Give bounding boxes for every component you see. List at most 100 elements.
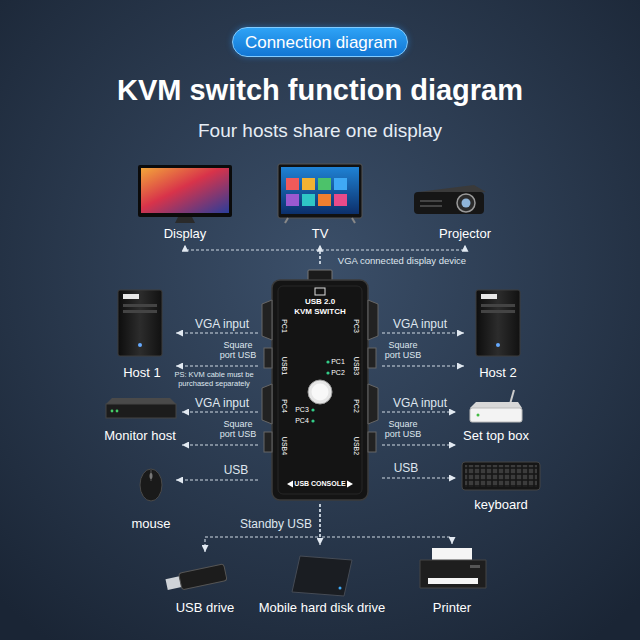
cable-connector [382,477,456,478]
led [326,360,329,363]
device-box: Projector [410,160,520,245]
tv-tile [318,178,331,190]
keyboard-keys [465,465,537,487]
cable-connector [382,411,456,412]
vga-port [368,384,378,424]
tower-case [476,290,520,356]
usb-drive-icon [165,564,227,593]
tower-bay [123,304,157,307]
led [311,408,314,411]
hard-disk-icon [292,556,352,596]
connector-label: VGA input [393,317,447,331]
host-tower-icon [118,290,162,356]
tv-tile [302,194,315,206]
device-label: TV [312,226,329,242]
disk-body [292,556,352,596]
projector-body [414,192,484,214]
switch-label: USB4 [280,437,288,455]
set-top-box-icon [470,390,522,422]
cable-connector [176,332,258,333]
pill-text: Connection diagram [245,33,397,53]
switch-logo [315,288,325,295]
device-label: Host 2 [479,365,517,381]
monitor-screen [141,168,229,213]
antenna [510,390,514,404]
tv-tile [286,178,299,190]
switch-label: PC4 [295,417,309,425]
device-label: Projector [439,226,491,242]
host-tower-icon [476,290,520,356]
switch-button [308,380,332,404]
switch-label: PC1 [280,319,288,333]
box-body [470,408,522,422]
tower-bay [123,310,157,313]
cable-connector [382,444,456,445]
switch-panel [278,286,362,494]
connector-label: VGA input [195,396,249,410]
connector-label: Square port USB [381,419,425,440]
tv-leg [285,218,288,223]
triangle-mark [347,481,353,488]
keyboard-icon [462,462,540,490]
kvm-switch: USB 2.0KVM SWITCHPC1PC2PC3PC4USB CONSOLE… [258,264,382,504]
device-label: Set top box [463,428,529,444]
printer-panel [470,565,480,568]
box-top [470,402,522,408]
device-box: Monitor host [98,396,182,448]
tv-tile [302,178,315,190]
mouse-icon [140,469,162,501]
device-box: Set top box [456,388,536,448]
vga-port [262,384,272,424]
dvr-top [106,398,176,404]
tower-badge [481,294,497,299]
device-box: keyboard [456,458,546,516]
dvr-led [116,410,119,413]
switch-label: PC2 [352,399,360,413]
tv-icon [278,164,362,223]
cable-connector [320,504,452,544]
dvr-body [106,404,176,418]
printer-paper [432,548,472,561]
device-box: TV [270,160,370,245]
connector-label: Standby USB [240,517,312,531]
dvr-led [111,410,114,413]
connector-label: Square port USB [216,419,260,440]
cable-connector [382,365,464,366]
cable-connector [176,365,258,366]
cable-connector [205,504,320,552]
connector-label: Square port USB [216,340,260,361]
device-box: Host 2 [464,286,532,384]
usb-body [179,564,228,590]
cable-connector [382,332,464,333]
subtitle: Four hosts share one display [198,120,442,143]
connector-label: VGA input [393,396,447,410]
device-label: USB drive [176,600,235,616]
usb-port [368,432,376,452]
triangle-mark [287,481,293,488]
switch-label: USB2 [352,437,360,455]
switch-button-top [312,384,329,401]
mouse-wheel [150,473,153,479]
cable-connector [185,245,320,264]
led [326,371,329,374]
switch-label: USB 2.0 [305,297,335,307]
device-box: mouse [126,462,176,535]
diagram-title: KVM switch function diagram [117,73,523,108]
switch-label: PC1 [331,358,345,366]
projector-vent [420,205,442,207]
tv-tile [286,194,299,206]
device-label: Display [164,226,207,242]
monitor-frame [138,165,232,217]
projector-lens [457,194,475,212]
switch-label: PC4 [280,399,288,413]
tv-tile [318,194,331,206]
tv-tile [334,178,347,190]
monitor-host-icon [106,398,176,418]
switch-label: KVM SWITCH [294,307,346,317]
connector-label: USB [394,461,419,475]
switch-label: PC2 [331,369,345,377]
tv-leg [352,218,355,223]
vga-port [368,300,378,340]
switch-label: USB3 [352,357,360,375]
